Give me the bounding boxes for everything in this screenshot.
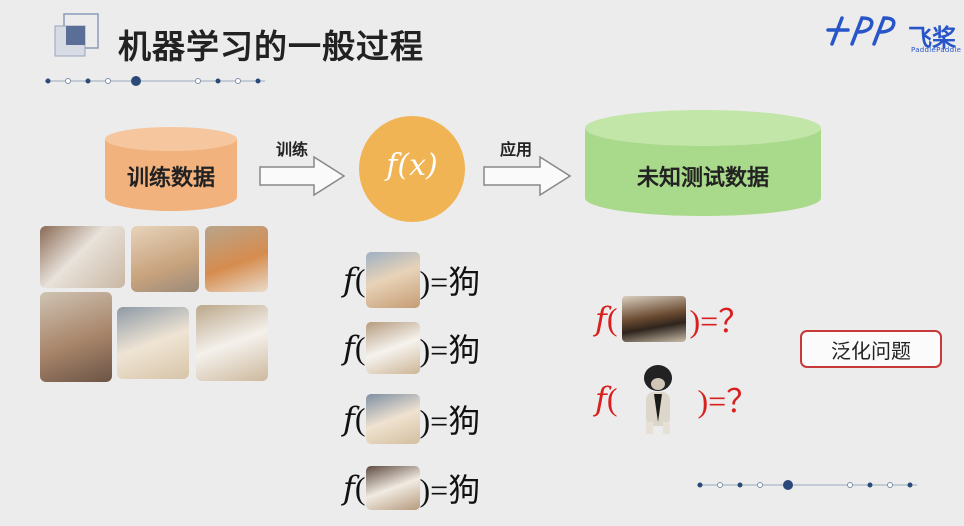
title-dot-divider — [45, 76, 265, 86]
train-arrow-icon — [259, 155, 346, 197]
equation-result: )=？ — [689, 303, 751, 339]
equation-func: f — [595, 380, 607, 418]
dog-photo — [205, 226, 268, 292]
equation-func: f — [343, 469, 355, 507]
dog-photo — [40, 226, 125, 288]
training-example: f( )=狗 — [343, 250, 480, 310]
dog-photo — [117, 307, 189, 379]
test-data-label: 未知测试数据 — [636, 166, 769, 191]
dog-photo — [40, 292, 112, 382]
apply-arrow-label: 应用 — [500, 140, 533, 159]
paddle-logo-subtext: PaddlePaddle — [911, 46, 962, 54]
equation-open: ( — [606, 300, 618, 337]
training-data-label: 训练数据 — [126, 166, 215, 191]
equation-result: )=狗 — [419, 403, 481, 439]
unknown-example: f( )=？ — [595, 362, 758, 436]
equation-open: ( — [354, 469, 366, 506]
paddle-logo-icon — [826, 16, 896, 46]
training-data-cylinder — [105, 127, 237, 211]
apply-arrow-icon — [483, 155, 572, 197]
paddle-logo-text: 飞桨 — [908, 24, 956, 52]
unknown-example: f( )=？ — [595, 295, 750, 343]
training-example: f( )=狗 — [343, 392, 480, 446]
footer-dot-divider — [697, 480, 917, 490]
equation-result: )=？ — [697, 383, 759, 419]
equation-open: ( — [354, 400, 366, 437]
function-label: f(x) — [386, 148, 438, 183]
train-arrow-label: 训练 — [276, 140, 309, 159]
dog-photo — [131, 226, 199, 292]
header-square-icon — [54, 13, 99, 57]
dog-photo — [196, 305, 268, 381]
dog-photo — [365, 252, 420, 308]
equation-result: )=狗 — [419, 472, 481, 508]
training-example: f( )=狗 — [343, 320, 480, 376]
test-data-cylinder — [585, 110, 821, 216]
equation-open: ( — [354, 261, 366, 298]
training-example: f( )=狗 — [343, 463, 480, 513]
generalization-badge: 泛化问题 — [800, 330, 942, 368]
dog-photo — [365, 322, 420, 374]
function-circle — [359, 116, 465, 222]
equation-func: f — [595, 300, 607, 338]
page-title: 机器学习的一般过程 — [118, 27, 424, 66]
equation-func: f — [343, 329, 355, 367]
equation-result: )=狗 — [419, 332, 481, 368]
dog-photo — [365, 394, 420, 444]
equation-result: )=狗 — [419, 264, 481, 300]
equation-open: ( — [606, 380, 618, 417]
dog-photo — [365, 466, 420, 510]
question-dog-photo — [621, 296, 686, 342]
equation-open: ( — [354, 329, 366, 366]
equation-func: f — [343, 261, 355, 299]
question-dog-photo — [630, 362, 686, 436]
equation-func: f — [343, 400, 355, 438]
